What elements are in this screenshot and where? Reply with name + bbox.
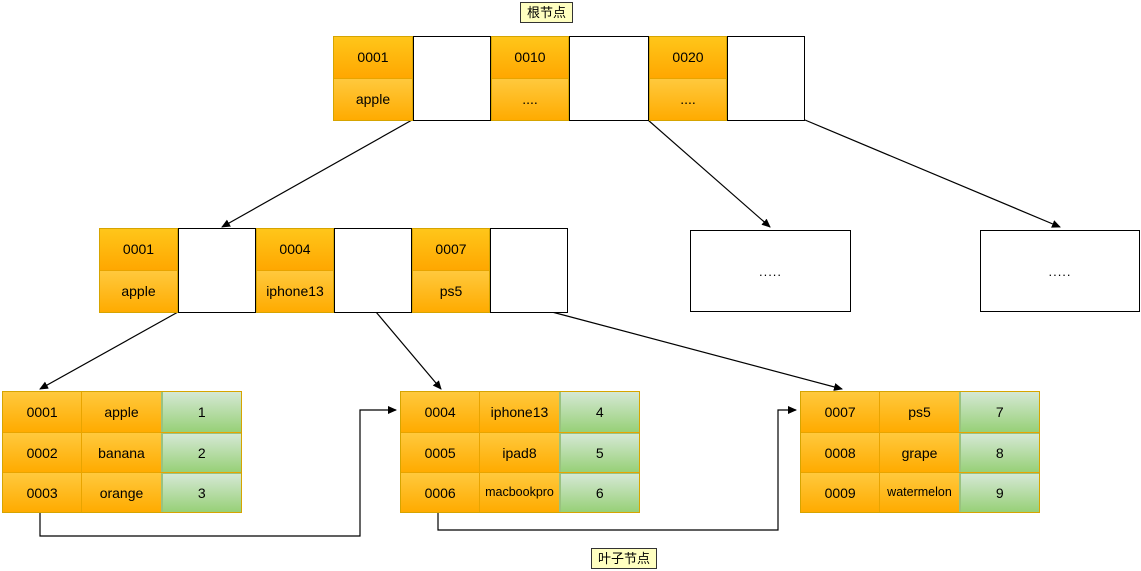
leaf-node-3[interactable]: 0007 ps5 7 0008 grape 8 0009 watermelon … bbox=[800, 391, 1040, 513]
edge-root-to-internal-1 bbox=[221, 119, 413, 228]
leaf-2-row-1-id: 0005 bbox=[401, 433, 481, 472]
root-entry-2[interactable]: 0020 .... bbox=[649, 36, 727, 121]
internal-1-entry-0[interactable]: 0001 apple bbox=[99, 228, 178, 313]
leaf-node-1[interactable]: 0001 apple 1 0002 banana 2 0003 orange 3 bbox=[2, 391, 242, 513]
leaf-1-row-1-value: banana bbox=[82, 433, 162, 472]
leaf-1-row-2-num: 3 bbox=[161, 473, 241, 512]
root-index-node[interactable]: 0001 apple 0010 .... 0020 .... bbox=[333, 36, 805, 121]
leaf-3-row-1-id: 0008 bbox=[801, 433, 881, 472]
root-entry-2-value: .... bbox=[650, 78, 726, 120]
root-entry-0-key: 0001 bbox=[334, 37, 412, 79]
leaf-3-row-0-value: ps5 bbox=[880, 392, 960, 432]
root-pointer-1[interactable] bbox=[569, 36, 649, 121]
edge-root-to-internal-2 bbox=[647, 119, 771, 228]
internal-placeholder-node-3[interactable]: ..... bbox=[980, 230, 1140, 312]
leaf-3-row-0-id: 0007 bbox=[801, 392, 881, 432]
leaf-3-row-2-num: 9 bbox=[959, 473, 1039, 512]
edge-internal-to-leaf-3 bbox=[551, 311, 843, 391]
root-node-tag: 根节点 bbox=[520, 2, 574, 23]
leaf-node-tag: 叶子节点 bbox=[591, 548, 658, 569]
leaf-3-row-1-value: grape bbox=[880, 433, 960, 472]
root-pointer-0[interactable] bbox=[413, 36, 491, 121]
internal-1-pointer-2[interactable] bbox=[490, 228, 568, 313]
root-entry-1-key: 0010 bbox=[492, 37, 568, 79]
leaf-3-row-1-num: 8 bbox=[959, 433, 1039, 472]
table-row[interactable]: 0003 orange 3 bbox=[3, 472, 241, 512]
leaf-2-row-1-num: 5 bbox=[559, 433, 639, 472]
leaf-node-2[interactable]: 0004 iphone13 4 0005 ipad8 5 0006 macboo… bbox=[400, 391, 640, 513]
table-row[interactable]: 0009 watermelon 9 bbox=[801, 472, 1039, 512]
leaf-3-row-2-id: 0009 bbox=[801, 473, 881, 512]
root-entry-1-value: .... bbox=[492, 78, 568, 120]
leaf-1-row-0-num: 1 bbox=[161, 392, 241, 432]
leaf-1-row-1-num: 2 bbox=[161, 433, 241, 472]
root-entry-2-key: 0020 bbox=[650, 37, 726, 79]
edge-internal-to-leaf-2 bbox=[375, 311, 442, 390]
internal-1-pointer-0[interactable] bbox=[178, 228, 256, 313]
leaf-3-row-2-value: watermelon bbox=[880, 473, 960, 512]
edge-internal-to-leaf-1 bbox=[39, 311, 179, 390]
leaf-2-row-0-value: iphone13 bbox=[480, 392, 560, 432]
table-row[interactable]: 0006 macbookpro 6 bbox=[401, 472, 639, 512]
table-row[interactable]: 0005 ipad8 5 bbox=[401, 432, 639, 472]
root-entry-1[interactable]: 0010 .... bbox=[491, 36, 569, 121]
internal-1-entry-2-key: 0007 bbox=[413, 229, 489, 271]
internal-1-entry-1-value: iphone13 bbox=[257, 270, 333, 312]
leaf-2-row-0-num: 4 bbox=[559, 392, 639, 432]
leaf-1-row-0-id: 0001 bbox=[3, 392, 83, 432]
leaf-1-row-2-value: orange bbox=[82, 473, 162, 512]
internal-1-entry-2-value: ps5 bbox=[413, 270, 489, 312]
table-row[interactable]: 0008 grape 8 bbox=[801, 432, 1039, 472]
leaf-2-row-2-id: 0006 bbox=[401, 473, 481, 512]
root-pointer-2[interactable] bbox=[727, 36, 805, 121]
leaf-2-row-2-value: macbookpro bbox=[480, 473, 560, 512]
internal-1-entry-2[interactable]: 0007 ps5 bbox=[412, 228, 490, 313]
root-entry-0-value: apple bbox=[334, 78, 412, 120]
leaf-1-row-2-id: 0003 bbox=[3, 473, 83, 512]
internal-1-pointer-1[interactable] bbox=[334, 228, 412, 313]
leaf-3-row-0-num: 7 bbox=[959, 392, 1039, 432]
table-row[interactable]: 0001 apple 1 bbox=[3, 392, 241, 432]
leaf-2-row-2-num: 6 bbox=[559, 473, 639, 512]
root-entry-0[interactable]: 0001 apple bbox=[333, 36, 413, 121]
table-row[interactable]: 0004 iphone13 4 bbox=[401, 392, 639, 432]
leaf-2-row-1-value: ipad8 bbox=[480, 433, 560, 472]
table-row[interactable]: 0007 ps5 7 bbox=[801, 392, 1039, 432]
table-row[interactable]: 0002 banana 2 bbox=[3, 432, 241, 472]
edge-root-to-internal-3 bbox=[804, 119, 1061, 228]
internal-placeholder-node-2[interactable]: ..... bbox=[690, 230, 851, 312]
leaf-1-row-1-id: 0002 bbox=[3, 433, 83, 472]
internal-1-entry-0-key: 0001 bbox=[100, 229, 177, 271]
internal-1-entry-0-value: apple bbox=[100, 270, 177, 312]
internal-1-entry-1-key: 0004 bbox=[257, 229, 333, 271]
leaf-1-row-0-value: apple bbox=[82, 392, 162, 432]
leaf-2-row-0-id: 0004 bbox=[401, 392, 481, 432]
internal-index-node-1[interactable]: 0001 apple 0004 iphone13 0007 ps5 bbox=[99, 228, 568, 313]
internal-1-entry-1[interactable]: 0004 iphone13 bbox=[256, 228, 334, 313]
